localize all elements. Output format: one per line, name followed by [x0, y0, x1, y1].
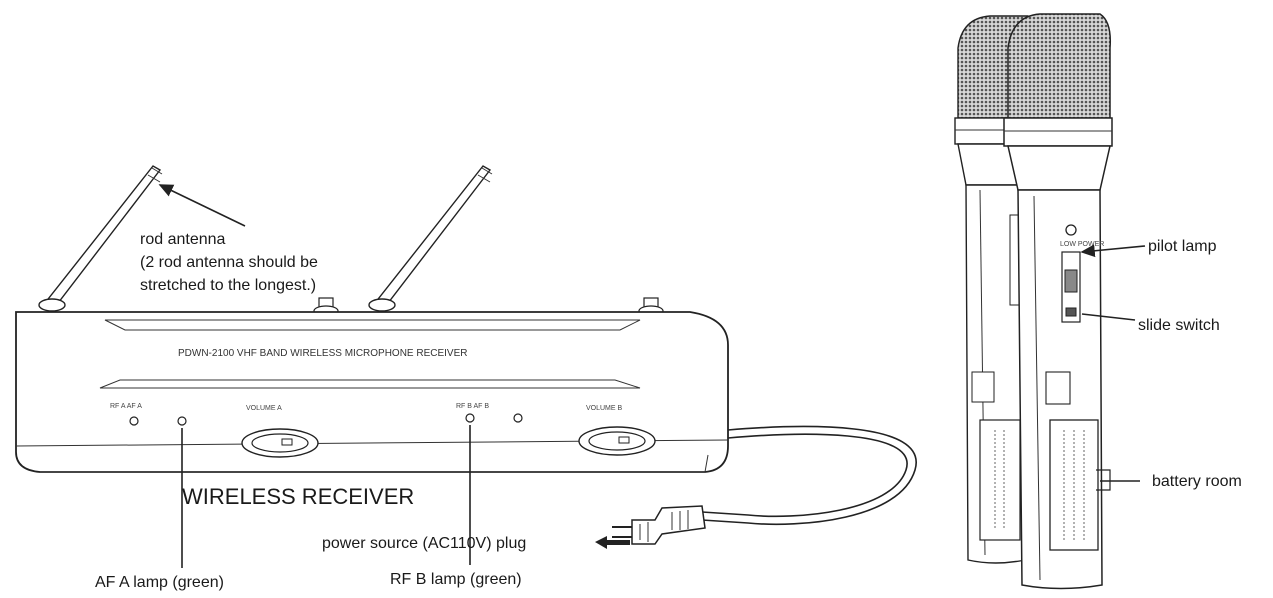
- rod-antenna-left: [38, 165, 163, 312]
- rod-antenna-note-line1: (2 rod antenna should be: [140, 254, 318, 271]
- pilot-lamp-label: pilot lamp: [1148, 238, 1217, 255]
- rod-antenna-label: rod antenna: [140, 231, 226, 248]
- volume-b-knob: [578, 426, 656, 456]
- af-b-lamp: [513, 413, 523, 423]
- model-line: PDWN-2100 VHF BAND WIRELESS MICROPHONE R…: [178, 348, 468, 359]
- pilot-lamp-leader: [1080, 244, 1146, 258]
- volume-a-knob: [241, 428, 319, 458]
- rf-a-lamp: [129, 416, 139, 426]
- receiver-body: [15, 311, 729, 473]
- microphone-front: LOW POWER: [1003, 13, 1113, 590]
- rod-antenna-note-line2: stretched to the longest.): [140, 277, 316, 294]
- slide-switch-label: slide switch: [1138, 317, 1220, 334]
- power-plug: [612, 505, 706, 545]
- panel-label-rf-b-af-b: RF B AF B: [456, 403, 489, 410]
- receiver-heading: WIRELESS RECEIVER: [182, 484, 414, 509]
- rod-antenna-right: [368, 165, 493, 312]
- power-plug-label: power source (AC110V) plug: [322, 535, 526, 552]
- af-a-lamp: [177, 416, 187, 426]
- panel-label-volume-a: VOLUME A: [246, 405, 282, 412]
- rf-b-lamp-label: RF B lamp (green): [390, 571, 522, 588]
- battery-room-label: battery room: [1152, 473, 1242, 490]
- af-a-lamp-label: AF A lamp (green): [95, 574, 224, 591]
- rf-b-lamp: [465, 413, 475, 423]
- wireless-receiver: PDWN-2100 VHF BAND WIRELESS MICROPHONE R…: [15, 165, 729, 473]
- plug-arrow: [595, 536, 630, 549]
- slide-switch-leader: [1081, 313, 1136, 321]
- panel-label-rf-a-af-a: RF A AF A: [110, 403, 142, 410]
- panel-label-volume-b: VOLUME B: [586, 405, 623, 412]
- power-cable: [701, 425, 917, 526]
- power-switch-label: LOW POWER: [1060, 241, 1104, 248]
- battery-room-cover: [1049, 419, 1099, 551]
- pilot-lamp: [1065, 224, 1077, 236]
- rod-antenna-leader: [158, 184, 246, 227]
